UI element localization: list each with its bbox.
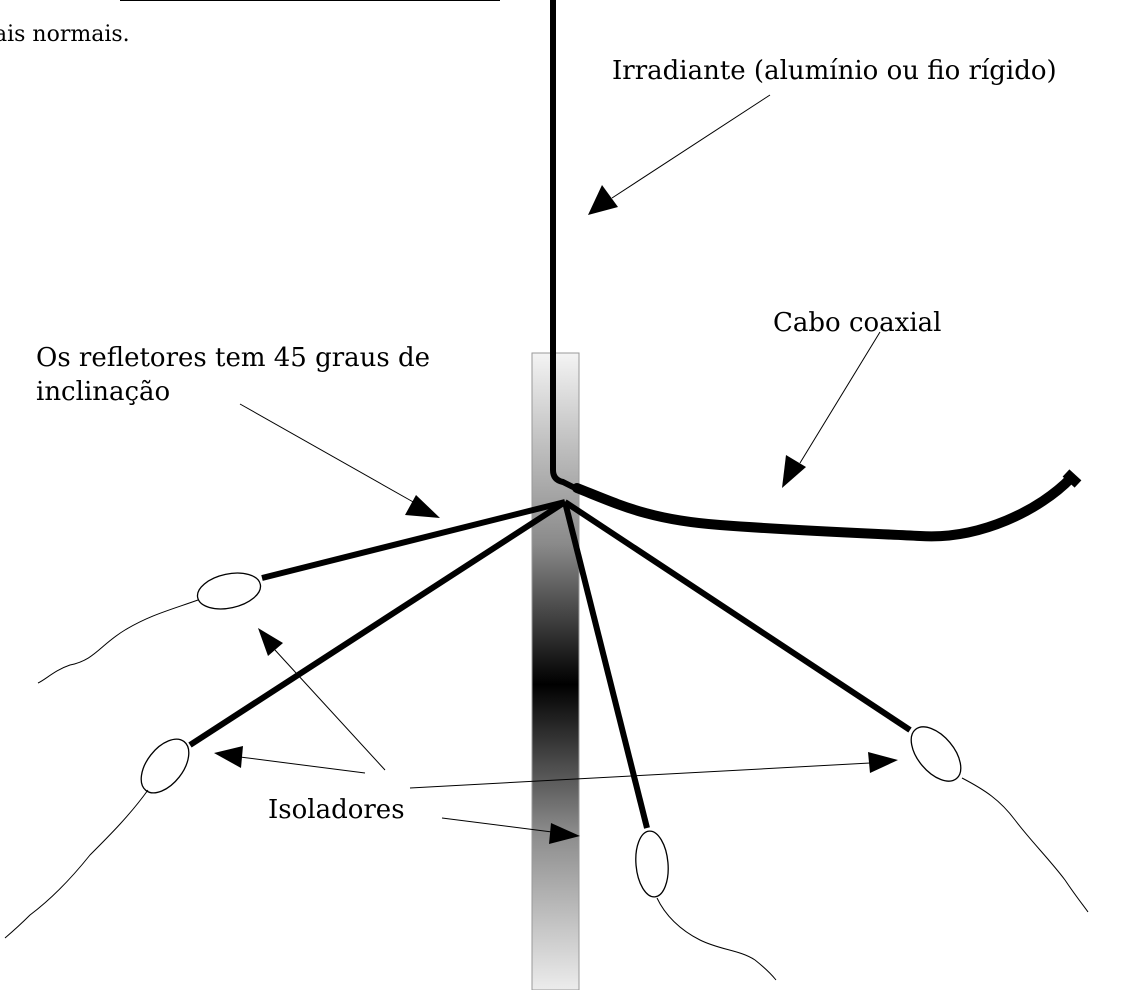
reflectors-label-line2: inclinação bbox=[36, 377, 170, 407]
guy-ropes bbox=[4, 599, 1089, 981]
guy-rope-right bbox=[961, 777, 1089, 913]
insulators-arrowhead-upper bbox=[258, 628, 283, 656]
reflectors-label-line1: Os refletores tem 45 graus de bbox=[36, 343, 430, 373]
reflectors-arrowhead bbox=[405, 495, 440, 518]
insulators-label: Isoladores bbox=[268, 795, 405, 825]
insulator-left-upper bbox=[196, 572, 262, 610]
insulators bbox=[140, 572, 962, 898]
insulators-leader-center bbox=[441, 817, 553, 833]
radiator-label: Irradiante (alumínio ou fio rígido) bbox=[612, 56, 1057, 86]
radiator-element bbox=[550, 0, 577, 491]
guy-rope-center bbox=[656, 897, 777, 981]
header-fragment: ais normais. bbox=[0, 22, 130, 47]
reflector-left-upper bbox=[261, 499, 566, 581]
radiator-arrowhead bbox=[588, 185, 618, 215]
insulator-right bbox=[910, 726, 962, 782]
insulator-left-lower bbox=[140, 738, 190, 794]
reflectors-leader-line bbox=[239, 403, 416, 504]
radiator-leader-line bbox=[611, 94, 771, 199]
reflectors bbox=[188, 499, 912, 829]
coax-arrowhead bbox=[782, 455, 806, 488]
coax-cable bbox=[572, 473, 1076, 542]
reflector-left-lower bbox=[188, 499, 567, 748]
insulators-arrowhead-left bbox=[214, 746, 243, 768]
insulators-leader-left bbox=[239, 756, 366, 774]
coax-label: Cabo coaxial bbox=[773, 308, 941, 338]
coax-cable-end bbox=[1062, 469, 1082, 488]
reflector-center bbox=[562, 501, 650, 829]
insulators-leader-right bbox=[409, 762, 871, 789]
leaders bbox=[214, 94, 898, 844]
reflector-right bbox=[563, 499, 912, 733]
insulators-arrowhead-right bbox=[868, 752, 898, 773]
insulator-center bbox=[635, 830, 669, 898]
insulators-arrowhead-center bbox=[549, 823, 580, 844]
guy-rope-left-lower bbox=[4, 789, 149, 939]
coax-leader-line bbox=[799, 331, 881, 464]
guy-rope-left-upper bbox=[37, 599, 199, 684]
insulators-leader-upper bbox=[274, 649, 386, 771]
